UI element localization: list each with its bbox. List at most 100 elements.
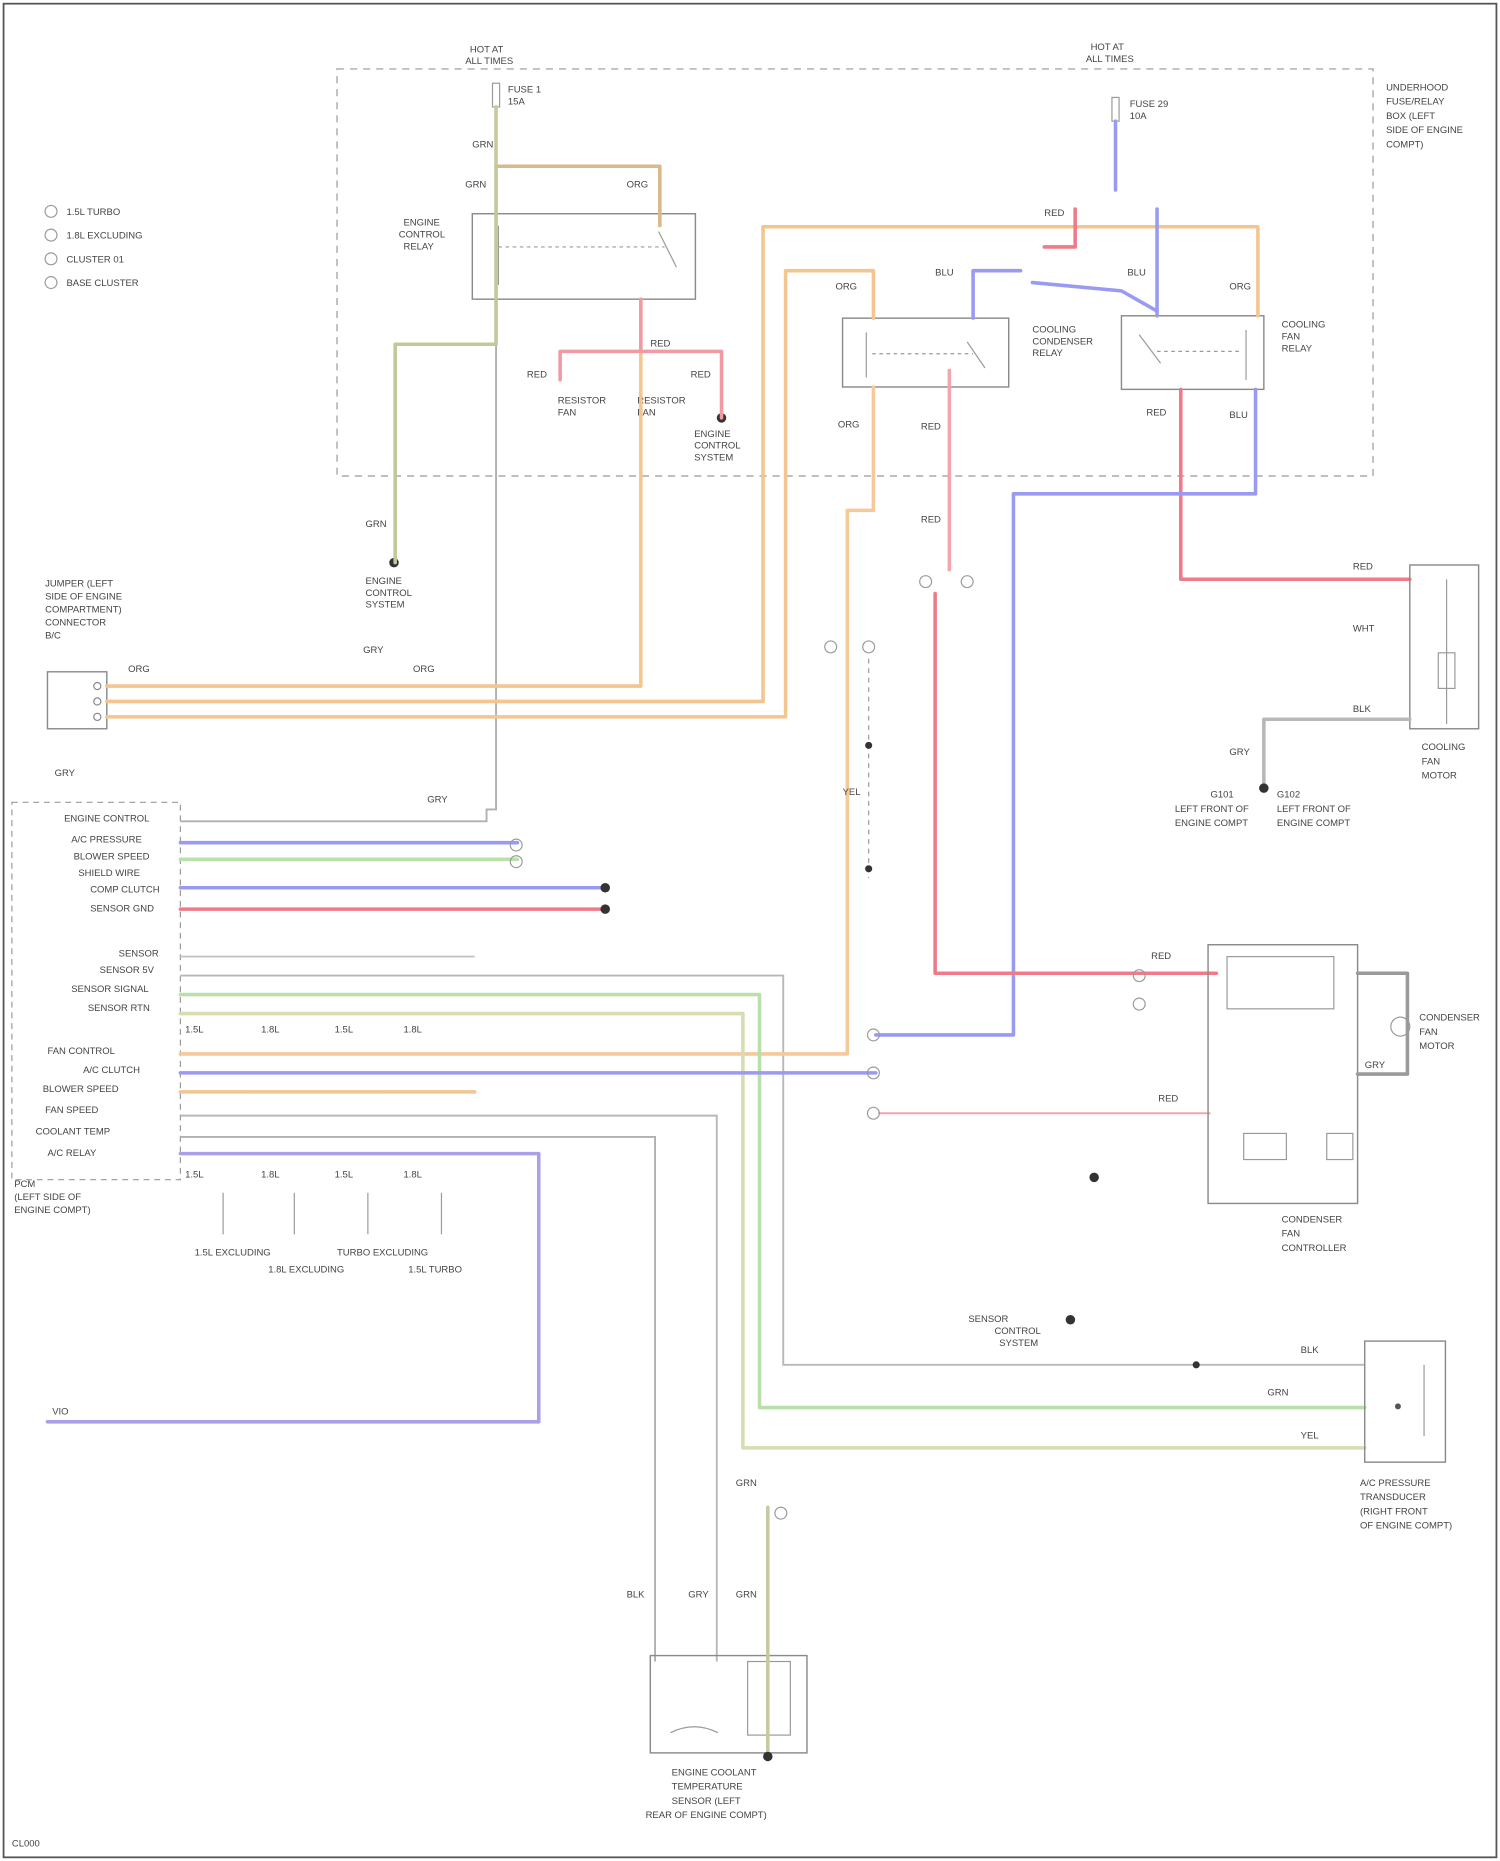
- wire-violet-ac: [47, 1154, 538, 1422]
- svg-text:WHT: WHT: [1353, 623, 1375, 634]
- svg-text:SENSOR GND: SENSOR GND: [90, 904, 154, 915]
- svg-text:1.5L: 1.5L: [185, 1169, 203, 1180]
- svg-text:GRN: GRN: [472, 139, 493, 150]
- svg-text:RED: RED: [921, 422, 941, 433]
- svg-text:BLU: BLU: [1127, 267, 1146, 278]
- coolant-temp-sensor: ENGINE COOLANT TEMPERATURE SENSOR (LEFT …: [646, 1507, 807, 1821]
- fuse-right: FUSE 29 10A: [1112, 97, 1168, 121]
- svg-text:LEFT FRONT OF: LEFT FRONT OF: [1175, 804, 1249, 815]
- svg-text:FUSE/RELAY: FUSE/RELAY: [1386, 97, 1445, 108]
- svg-text:RED: RED: [1151, 951, 1171, 962]
- svg-text:ENGINE: ENGINE: [366, 576, 402, 587]
- svg-text:ALL TIMES: ALL TIMES: [465, 56, 513, 67]
- svg-text:15A: 15A: [508, 97, 526, 108]
- wire-red-condenser: [935, 593, 1216, 973]
- svg-text:SENSOR (LEFT: SENSOR (LEFT: [672, 1796, 741, 1807]
- svg-text:ORG: ORG: [835, 282, 857, 293]
- svg-text:CONNECTOR: CONNECTOR: [45, 618, 106, 629]
- svg-text:TEMPERATURE: TEMPERATURE: [672, 1782, 743, 1793]
- svg-text:GRY: GRY: [688, 1589, 709, 1600]
- svg-text:SENSOR RTN: SENSOR RTN: [88, 1003, 150, 1014]
- power-source-right: HOT AT ALL TIMES: [1086, 42, 1134, 65]
- svg-text:ORG: ORG: [413, 664, 435, 675]
- wire-orange-2: [107, 227, 1258, 702]
- svg-text:GRY: GRY: [363, 645, 384, 656]
- svg-text:ENGINE COMPT: ENGINE COMPT: [1175, 818, 1248, 829]
- svg-text:GRN: GRN: [736, 1478, 757, 1489]
- legend: 1.5L TURBO 1.8L EXCLUDING CLUSTER 01 BAS…: [45, 205, 142, 289]
- svg-text:RELAY: RELAY: [1282, 343, 1313, 354]
- svg-text:YEL: YEL: [843, 787, 861, 798]
- svg-text:RED: RED: [921, 514, 941, 525]
- svg-text:HOT AT: HOT AT: [1091, 42, 1125, 53]
- svg-text:10A: 10A: [1130, 111, 1148, 122]
- svg-text:PCM: PCM: [14, 1179, 35, 1190]
- svg-text:(LEFT SIDE OF: (LEFT SIDE OF: [14, 1192, 81, 1203]
- svg-text:GRN: GRN: [465, 180, 486, 191]
- svg-text:B/C: B/C: [45, 631, 61, 642]
- svg-text:RED: RED: [1044, 208, 1064, 219]
- footer-code: CL000: [12, 1839, 40, 1850]
- svg-text:1.8L: 1.8L: [261, 1025, 279, 1036]
- legend-item-1: 1.5L TURBO: [66, 207, 120, 218]
- svg-text:COMP CLUTCH: COMP CLUTCH: [90, 885, 160, 896]
- svg-text:GRN: GRN: [366, 519, 387, 530]
- svg-text:ORG: ORG: [627, 180, 649, 191]
- legend-item-3: CLUSTER 01: [66, 254, 123, 265]
- svg-text:FAN CONTROL: FAN CONTROL: [47, 1046, 114, 1057]
- svg-text:GRY: GRY: [427, 794, 448, 805]
- svg-text:FUSE 1: FUSE 1: [508, 85, 541, 96]
- svg-text:CONTROL: CONTROL: [994, 1326, 1040, 1337]
- cooling-fan-motor: COOLING FAN MOTOR: [1259, 565, 1479, 793]
- svg-text:RESISTOR: RESISTOR: [637, 396, 685, 407]
- svg-text:GRY: GRY: [1365, 1060, 1386, 1071]
- svg-text:BOX (LEFT: BOX (LEFT: [1386, 111, 1435, 122]
- svg-text:1.5L: 1.5L: [335, 1169, 353, 1180]
- fuse-left: FUSE 1 15A: [492, 83, 541, 107]
- svg-text:1.8L EXCLUDING: 1.8L EXCLUDING: [268, 1264, 344, 1275]
- svg-text:SYSTEM: SYSTEM: [999, 1338, 1038, 1349]
- svg-text:CONTROL: CONTROL: [694, 441, 740, 452]
- pcm-grey-wires: [180, 166, 1364, 1661]
- svg-text:RED: RED: [691, 369, 711, 380]
- ac-pressure-transducer: A/C PRESSURE TRANSDUCER (RIGHT FRONT OF …: [1360, 1341, 1452, 1531]
- svg-text:RED: RED: [650, 339, 670, 350]
- svg-text:YEL: YEL: [1301, 1430, 1319, 1441]
- svg-text:REAR OF ENGINE COMPT): REAR OF ENGINE COMPT): [646, 1810, 767, 1821]
- legend-item-4: BASE CLUSTER: [66, 278, 138, 289]
- power-source-left: HOT AT ALL TIMES: [465, 44, 513, 67]
- svg-text:ENGINE COMPT): ENGINE COMPT): [14, 1205, 90, 1216]
- wire-orange-fanctl: [180, 387, 873, 1054]
- svg-text:1.8L: 1.8L: [403, 1025, 421, 1036]
- svg-text:COMPARTMENT): COMPARTMENT): [45, 604, 122, 615]
- svg-text:RELAY: RELAY: [1032, 348, 1063, 359]
- svg-text:HOT AT: HOT AT: [470, 44, 504, 55]
- variant-notes: 1.5L EXCLUDING 1.8L EXCLUDING TURBO EXCL…: [195, 1193, 462, 1276]
- wire-blue-fan: [876, 389, 1256, 1035]
- svg-text:RED: RED: [527, 369, 547, 380]
- wire-sensor-rtn: [180, 1014, 1364, 1448]
- svg-text:RED: RED: [1158, 1093, 1178, 1104]
- svg-text:1.8L: 1.8L: [261, 1169, 279, 1180]
- svg-text:A/C PRESSURE: A/C PRESSURE: [1360, 1478, 1431, 1489]
- svg-text:SYSTEM: SYSTEM: [694, 453, 733, 464]
- svg-text:1.5L EXCLUDING: 1.5L EXCLUDING: [195, 1248, 271, 1259]
- wire-red-fan: [1181, 389, 1410, 579]
- svg-text:1.8L: 1.8L: [403, 1169, 421, 1180]
- svg-text:1.5L TURBO: 1.5L TURBO: [408, 1264, 462, 1275]
- svg-text:BLOWER SPEED: BLOWER SPEED: [74, 851, 150, 862]
- svg-text:ENGINE COMPT: ENGINE COMPT: [1277, 818, 1350, 829]
- svg-text:A/C RELAY: A/C RELAY: [47, 1148, 97, 1159]
- svg-text:GRY: GRY: [1229, 747, 1250, 758]
- svg-text:SYSTEM: SYSTEM: [366, 600, 405, 611]
- ground-g102: G102 LEFT FRONT OF ENGINE COMPT: [1277, 790, 1351, 829]
- svg-text:LEFT FRONT OF: LEFT FRONT OF: [1277, 804, 1351, 815]
- svg-text:VIO: VIO: [52, 1407, 68, 1418]
- pcm-variant-columns: 1.5L 1.8L 1.5L 1.8L 1.5L 1.8L 1.5L 1.8L: [185, 1025, 422, 1181]
- svg-text:CONDENSER: CONDENSER: [1282, 1214, 1343, 1225]
- svg-text:CONTROLLER: CONTROLLER: [1282, 1243, 1347, 1254]
- engine-control-relay: ENGINE CONTROL RELAY: [399, 214, 696, 299]
- svg-text:FAN: FAN: [558, 407, 577, 418]
- svg-text:RED: RED: [1146, 407, 1166, 418]
